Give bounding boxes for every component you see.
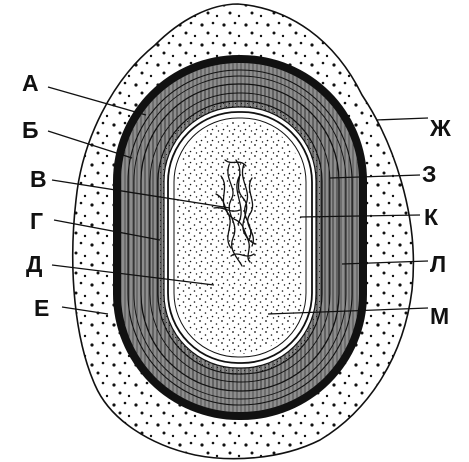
label-z: З <box>422 161 436 187</box>
label-b: Б <box>22 117 39 143</box>
label-e: Е <box>34 295 49 321</box>
label-a: А <box>22 70 39 96</box>
label-m: М <box>430 303 449 329</box>
label-zh: Ж <box>429 115 451 141</box>
label-d: Д <box>26 251 42 277</box>
cytoplasm <box>177 121 303 354</box>
label-v: В <box>30 166 47 192</box>
label-l: Л <box>430 251 446 277</box>
label-g: Г <box>30 208 43 234</box>
label-k: К <box>424 204 439 230</box>
